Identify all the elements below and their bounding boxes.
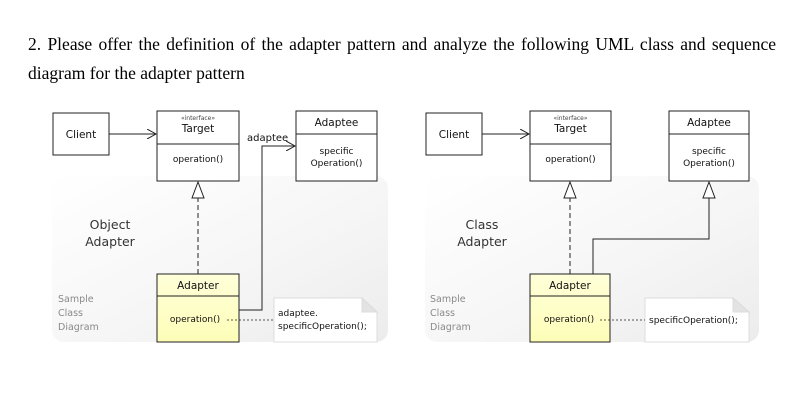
adapter-label: Adapter bbox=[177, 280, 219, 292]
note-line1: specificOperation(); bbox=[649, 316, 738, 326]
target-operation: operation() bbox=[545, 155, 595, 165]
target-class: «interface» Target operation() bbox=[156, 110, 240, 182]
adapter-class: Adapter operation() bbox=[529, 273, 611, 343]
note-line2: specificOperation(); bbox=[278, 322, 367, 332]
object-adapter-diagram: Object Adapter Sample Class Diagram Clie… bbox=[52, 110, 388, 343]
adaptee-label: Adaptee bbox=[315, 117, 359, 129]
client-label: Client bbox=[66, 129, 96, 141]
diagram-caption-line2: Class bbox=[58, 308, 83, 319]
realization-triangle bbox=[191, 180, 205, 199]
class-adapter-diagram: Class Adapter Sample Class Diagram Clien… bbox=[425, 110, 759, 343]
adapter-adaptee-association bbox=[239, 146, 295, 311]
adapter-class: Adapter operation() bbox=[156, 273, 240, 343]
diagram-caption-line3: Diagram bbox=[430, 322, 471, 333]
note: adaptee. specificOperation(); bbox=[273, 296, 379, 343]
target-operation: operation() bbox=[173, 155, 223, 165]
question-text: 2. Please offer the definition of the ad… bbox=[28, 34, 776, 83]
client-class: Client bbox=[52, 112, 110, 156]
realization-triangle bbox=[563, 180, 577, 199]
client-label: Client bbox=[439, 129, 469, 141]
association-label: adaptee bbox=[247, 133, 288, 144]
adaptee-operation-line1: specific bbox=[319, 147, 353, 157]
adaptee-operation-line2: Operation() bbox=[683, 159, 735, 169]
adaptee-class: Adaptee specific Operation() bbox=[295, 110, 378, 182]
target-label: Target bbox=[181, 123, 214, 135]
adaptee-operation-line2: Operation() bbox=[311, 159, 363, 169]
adapter-operation: operation() bbox=[544, 315, 594, 325]
diagram-caption-line2: Class bbox=[430, 308, 455, 319]
diagram-title-line1: Object bbox=[90, 217, 131, 232]
adaptee-operation-line1: specific bbox=[692, 147, 726, 157]
client-class: Client bbox=[425, 112, 483, 156]
generalization-line bbox=[592, 198, 710, 274]
adapter-label: Adapter bbox=[549, 280, 591, 292]
target-class: «interface» Target operation() bbox=[529, 110, 612, 182]
adaptee-class: Adaptee specific Operation() bbox=[668, 110, 750, 182]
diagram-caption-line1: Sample bbox=[430, 294, 466, 305]
adapter-operation: operation() bbox=[170, 315, 220, 325]
target-stereotype: «interface» bbox=[553, 115, 587, 122]
target-label: Target bbox=[553, 123, 586, 135]
adaptee-label: Adaptee bbox=[687, 117, 731, 129]
diagram-title-line1: Class bbox=[466, 217, 499, 232]
generalization-triangle bbox=[702, 180, 716, 199]
diagram-caption-line3: Diagram bbox=[58, 322, 99, 333]
note-line1: adaptee. bbox=[278, 309, 318, 319]
target-stereotype: «interface» bbox=[181, 115, 215, 122]
diagram-title-line2: Adapter bbox=[85, 234, 135, 249]
diagram-title-line2: Adapter bbox=[457, 234, 507, 249]
note: specificOperation(); bbox=[644, 296, 751, 343]
diagram-caption-line1: Sample bbox=[58, 294, 94, 305]
